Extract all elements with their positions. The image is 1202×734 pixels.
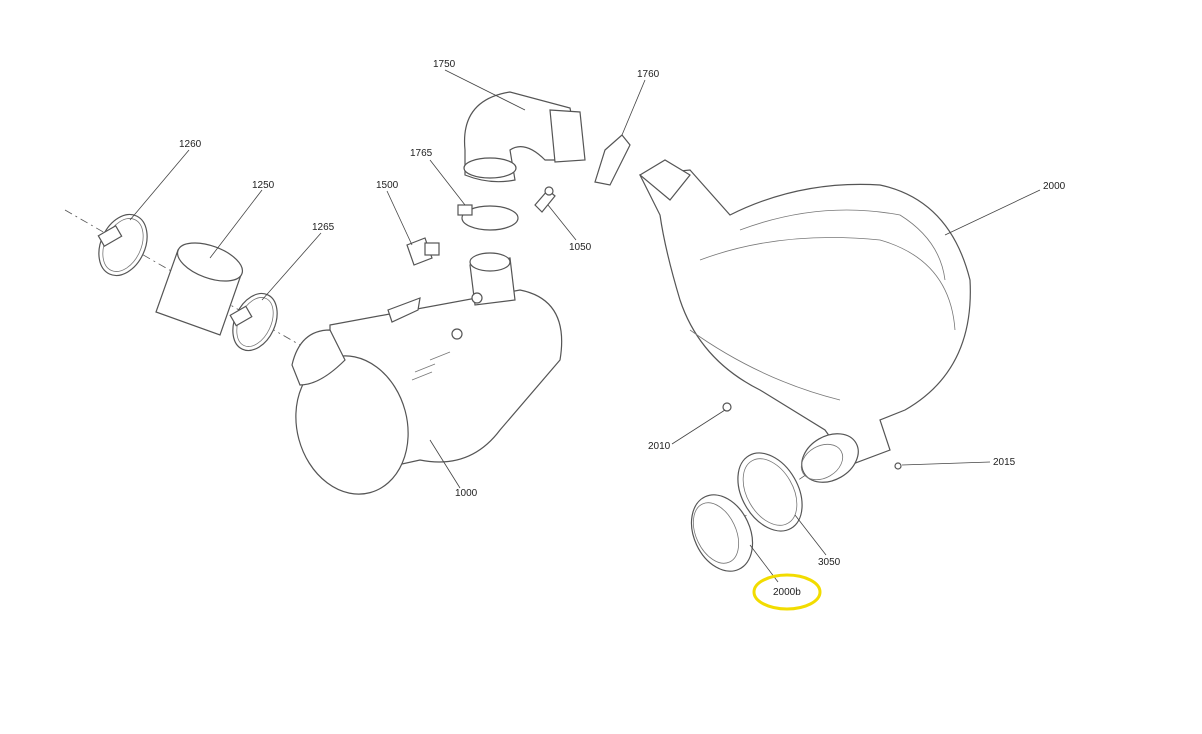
callout-1750[interactable]: 1750 — [433, 59, 456, 70]
callout-1000[interactable]: 1000 — [455, 488, 478, 499]
temperature-sensor-1050 — [534, 186, 556, 213]
callout-1760[interactable]: 1760 — [637, 69, 660, 80]
gasket-3050 — [737, 452, 803, 532]
screw-2015 — [894, 462, 902, 470]
hose-clamp-1760 — [594, 134, 631, 186]
callout-2000b[interactable]: 2000b — [773, 587, 801, 598]
callout-2010[interactable]: 2010 — [648, 441, 671, 452]
hose-clamp-1765 — [457, 204, 519, 231]
muffler-1000 — [291, 252, 563, 495]
highlight-circle — [752, 573, 822, 611]
callout-2015[interactable]: 2015 — [993, 457, 1016, 468]
leader-lines — [129, 69, 1041, 583]
nut-2000b — [690, 494, 754, 572]
callout-3050[interactable]: 3050 — [818, 557, 841, 568]
elbow-hose-1750 — [463, 91, 586, 183]
callout-1050[interactable]: 1050 — [569, 242, 592, 253]
callout-1265[interactable]: 1265 — [312, 222, 335, 233]
sensor-1500 — [406, 237, 440, 266]
hose-clamp-1260 — [97, 213, 148, 277]
hose-clamp-1265 — [229, 292, 278, 352]
callout-1765[interactable]: 1765 — [410, 148, 433, 159]
callout-1260[interactable]: 1260 — [179, 139, 202, 150]
screw-2010 — [722, 402, 732, 412]
callout-1500[interactable]: 1500 — [376, 180, 399, 191]
airbox-2000 — [638, 159, 971, 483]
coupling-sleeve-1250 — [155, 242, 244, 336]
callout-2000[interactable]: 2000 — [1043, 181, 1066, 192]
callout-1250[interactable]: 1250 — [252, 180, 275, 191]
